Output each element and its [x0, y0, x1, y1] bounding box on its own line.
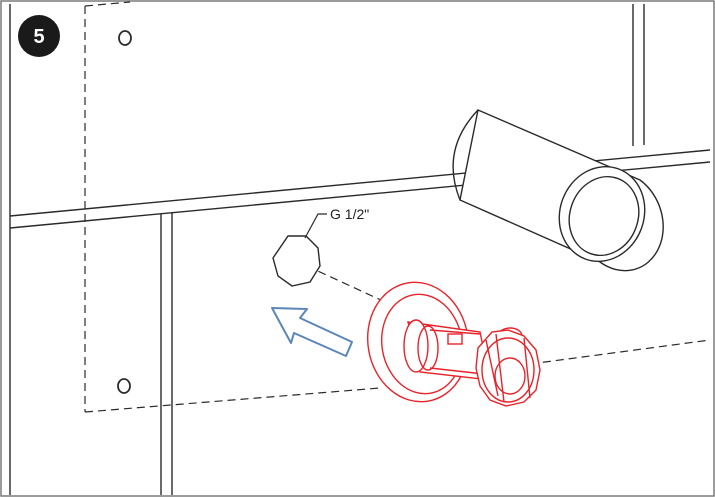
thread-size-label: G 1/2" — [330, 206, 369, 222]
angle-valve-icon — [366, 281, 541, 407]
mounting-frame-outline — [84, 1, 711, 413]
mounting-holes — [117, 30, 132, 394]
callout-leader — [304, 213, 327, 239]
mounting-hole-top — [118, 30, 132, 46]
thread-hole — [272, 235, 321, 287]
step-number: 5 — [33, 26, 44, 48]
step-badge: 5 — [18, 15, 60, 57]
pipe-cylinder — [452, 109, 664, 272]
mounting-hole-bottom — [117, 378, 131, 394]
insert-arrow-icon — [271, 307, 353, 357]
